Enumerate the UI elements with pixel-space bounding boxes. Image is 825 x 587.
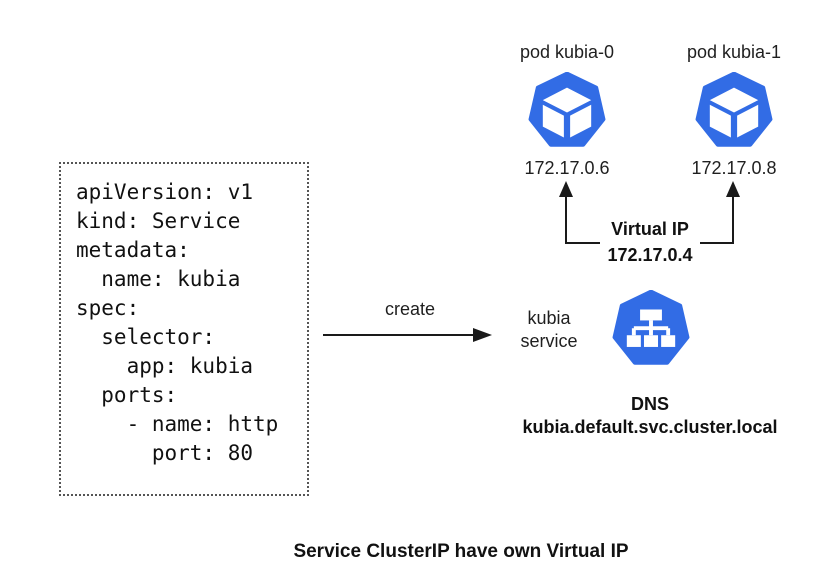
tree-leaf-node bbox=[626, 335, 641, 347]
pod-icon bbox=[528, 72, 606, 147]
pod-icon bbox=[695, 72, 773, 147]
service-name-line2: service bbox=[520, 331, 578, 351]
vip-to-pod1-arrow-head-icon bbox=[726, 181, 740, 197]
virtual-ip-address: 172.17.0.4 bbox=[607, 245, 693, 265]
tree-connectors bbox=[631, 320, 671, 336]
create-arrow-head-icon bbox=[473, 328, 492, 342]
vip-to-pod0-line bbox=[565, 190, 600, 244]
pod-ip-label: 172.17.0.6 bbox=[524, 158, 610, 178]
yaml-line: port: 80 bbox=[76, 441, 254, 465]
yaml-line: selector: bbox=[76, 325, 216, 349]
pod-name-label: pod kubia-0 bbox=[519, 42, 615, 62]
service-icon bbox=[612, 290, 690, 365]
yaml-manifest-box: apiVersion: v1 kind: Service metadata: n… bbox=[59, 162, 309, 496]
yaml-line: name: kubia bbox=[76, 267, 241, 291]
pod-ip-label: 172.17.0.8 bbox=[691, 158, 777, 178]
create-arrow-label: create bbox=[384, 299, 436, 319]
pod-name-label: pod kubia-1 bbox=[686, 42, 782, 62]
vip-to-pod1-line bbox=[700, 190, 734, 244]
cube-left-face bbox=[542, 104, 564, 138]
yaml-line: metadata: bbox=[76, 238, 190, 262]
cube-right-face bbox=[737, 104, 759, 138]
vip-to-pod0-arrow-head-icon bbox=[559, 181, 573, 197]
diagram-title: Service ClusterIP have own Virtual IP bbox=[293, 541, 629, 562]
dns-label: DNS bbox=[630, 394, 670, 414]
yaml-line: apiVersion: v1 bbox=[76, 180, 254, 204]
tree-leaf-node bbox=[643, 335, 659, 347]
service-name-line1: kubia bbox=[527, 308, 571, 328]
yaml-line: ports: bbox=[76, 383, 178, 407]
tree-root-node bbox=[640, 309, 662, 321]
dns-name: kubia.default.svc.cluster.local bbox=[522, 417, 778, 437]
cube-top-face bbox=[542, 87, 592, 113]
dns-block: DNS kubia.default.svc.cluster.local bbox=[522, 393, 777, 439]
tree-leaf-node bbox=[661, 335, 676, 347]
service-name-label: kubia service bbox=[520, 307, 577, 353]
cube-right-face bbox=[570, 104, 592, 138]
yaml-line: spec: bbox=[76, 296, 140, 320]
yaml-line: - name: http bbox=[76, 412, 279, 436]
pod-kubia-1-group: pod kubia-1 172.17.0.8 bbox=[674, 42, 794, 178]
yaml-line: app: kubia bbox=[76, 354, 254, 378]
cube-top-face bbox=[709, 87, 759, 113]
service-icon-wrap bbox=[612, 290, 690, 368]
cube-left-face bbox=[709, 104, 731, 138]
virtual-ip-block: Virtual IP 172.17.0.4 bbox=[607, 216, 692, 268]
virtual-ip-label: Virtual IP bbox=[611, 219, 689, 239]
pod-kubia-0-group: pod kubia-0 172.17.0.6 bbox=[507, 42, 627, 178]
yaml-line: kind: Service bbox=[76, 209, 241, 233]
